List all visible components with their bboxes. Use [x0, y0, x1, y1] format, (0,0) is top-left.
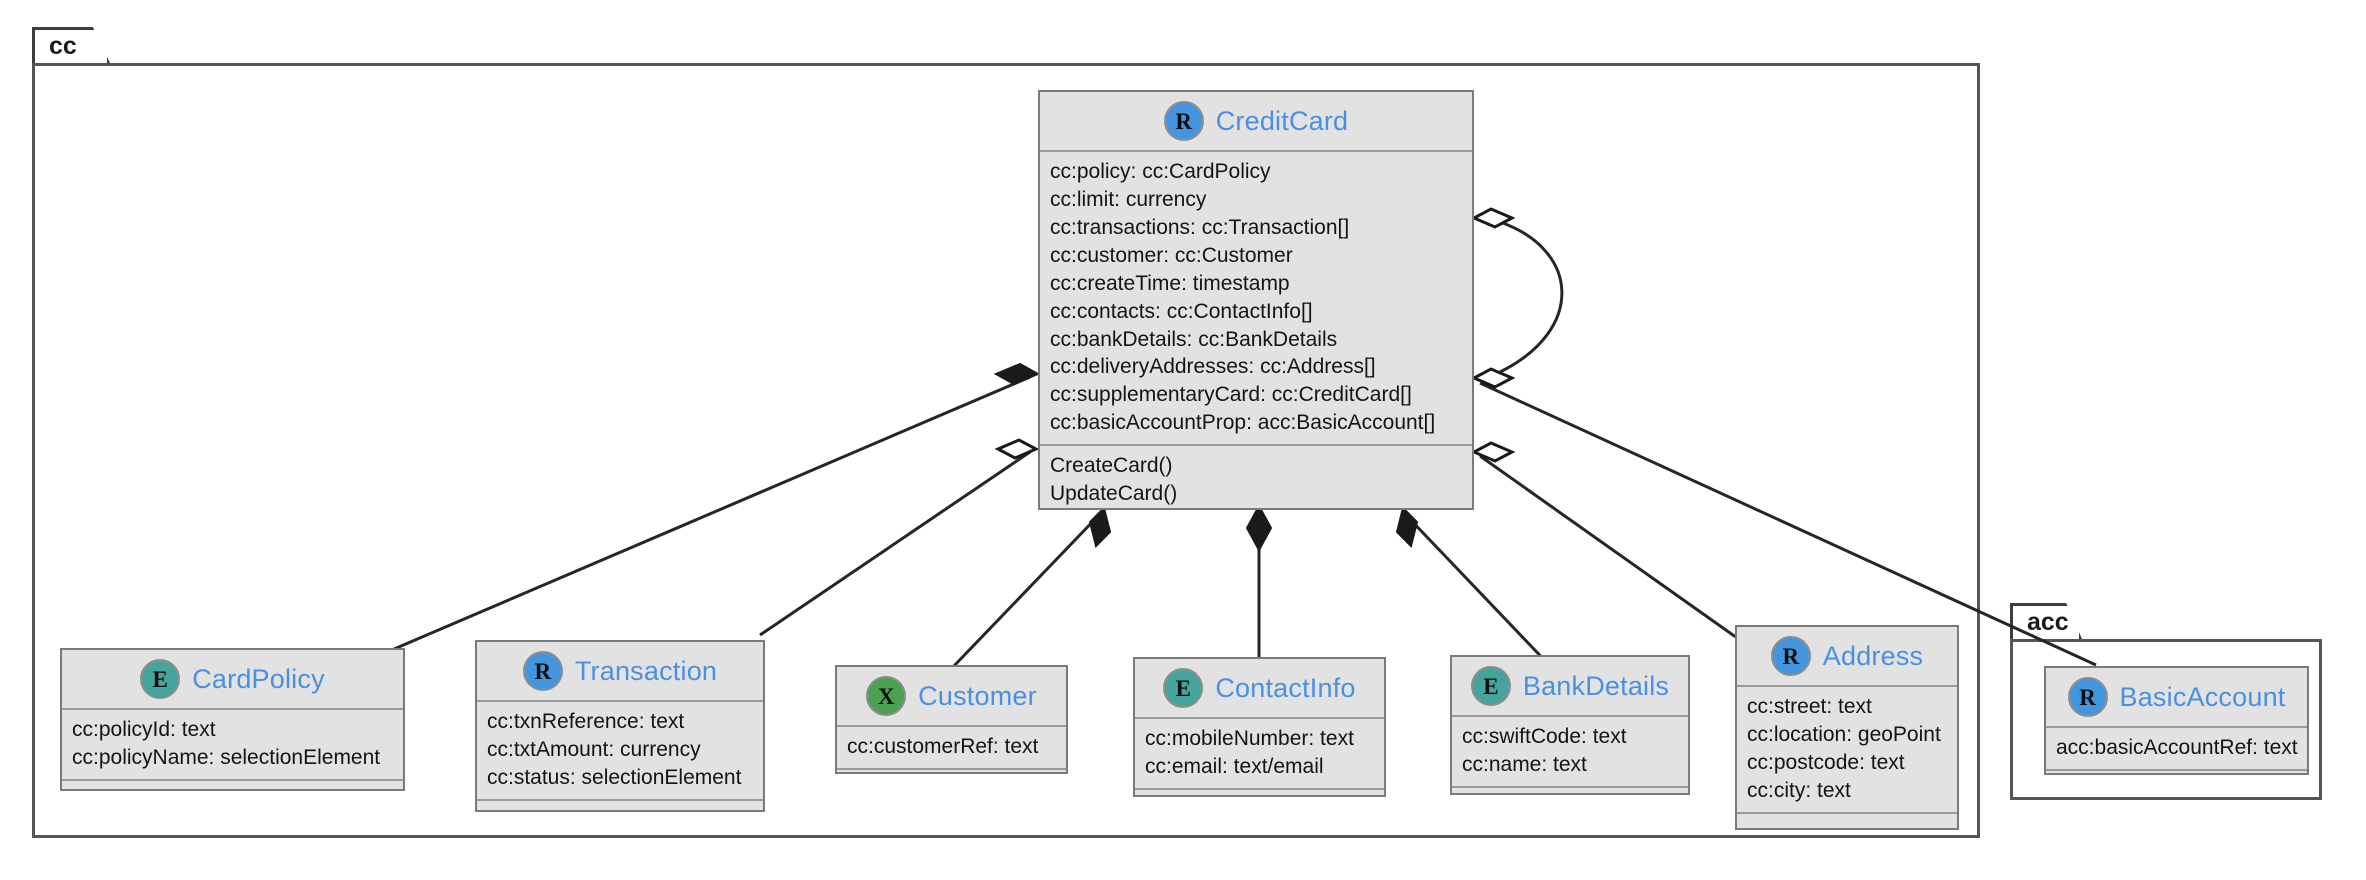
class-cardpolicy-header: E CardPolicy [62, 650, 403, 710]
class-bankdetails-header: E BankDetails [1452, 657, 1688, 717]
package-cc-label: cc [49, 32, 77, 60]
class-transaction[interactable]: R Transaction cc:txnReference: text cc:t… [475, 640, 765, 812]
class-transaction-header: R Transaction [477, 642, 763, 702]
class-bankdetails-operations [1452, 785, 1688, 806]
class-customer[interactable]: X Customer cc:customerRef: text [835, 665, 1068, 774]
class-creditcard[interactable]: R CreditCard cc:policy: cc:CardPolicy cc… [1038, 90, 1474, 510]
attribute-row: cc:swiftCode: text [1462, 725, 1627, 748]
class-customer-attributes: cc:customerRef: text [837, 727, 1066, 768]
class-bankdetails-title: BankDetails [1522, 670, 1670, 701]
attribute-row: cc:customerRef: text [847, 735, 1039, 758]
attribute-row: cc:limit: currency [1050, 187, 1207, 211]
attribute-row: cc:deliveryAddresses: cc:Address[] [1050, 355, 1376, 379]
class-customer-title: Customer [918, 680, 1037, 711]
attribute-row: cc:location: geoPoint [1747, 722, 1941, 746]
class-transaction-attributes: cc:txnReference: text cc:txtAmount: curr… [477, 702, 763, 799]
package-acc-label: acc [2027, 608, 2069, 636]
class-address-header: R Address [1737, 627, 1957, 687]
class-transaction-title: Transaction [574, 655, 718, 686]
operation-row: UpdateCard() [1050, 482, 1178, 506]
class-contactinfo-header: E ContactInfo [1135, 659, 1384, 719]
class-address[interactable]: R Address cc:street: text cc:location: g… [1735, 625, 1959, 830]
stereotype-r-icon: R [2067, 677, 2108, 717]
class-cardpolicy-title: CardPolicy [192, 663, 325, 694]
attribute-row: cc:mobileNumber: text [1145, 727, 1354, 750]
class-contactinfo[interactable]: E ContactInfo cc:mobileNumber: text cc:e… [1133, 657, 1386, 797]
class-creditcard-operations: CreateCard() UpdateCard() [1040, 444, 1472, 517]
stereotype-e-icon: E [1470, 666, 1511, 706]
class-bankdetails[interactable]: E BankDetails cc:swiftCode: text cc:name… [1450, 655, 1690, 795]
class-basicaccount-operations [2046, 768, 2307, 789]
class-contactinfo-operations [1135, 787, 1384, 808]
class-contactinfo-attributes: cc:mobileNumber: text cc:email: text/ema… [1135, 719, 1384, 788]
package-cc-tab: cc [32, 27, 110, 63]
stereotype-r-icon: R [1770, 636, 1811, 676]
attribute-row: cc:basicAccountProp: acc:BasicAccount[] [1050, 411, 1436, 435]
attribute-row: cc:txtAmount: currency [487, 737, 701, 761]
attribute-row: cc:email: text/email [1145, 754, 1324, 778]
class-address-title: Address [1822, 640, 1924, 671]
class-customer-header: X Customer [837, 667, 1066, 727]
attribute-row: cc:name: text [1462, 752, 1587, 776]
stereotype-e-icon: E [1163, 668, 1204, 708]
class-basicaccount-title: BasicAccount [2119, 681, 2286, 712]
stereotype-r-icon: R [522, 651, 563, 691]
class-address-attributes: cc:street: text cc:location: geoPoint cc… [1737, 687, 1957, 812]
attribute-row: cc:policy: cc:CardPolicy [1050, 160, 1271, 183]
class-basicaccount[interactable]: R BasicAccount acc:basicAccountRef: text [2044, 666, 2309, 775]
attribute-row: cc:txnReference: text [487, 710, 685, 733]
attribute-row: cc:policyName: selectionElement [72, 745, 381, 769]
attribute-row: cc:createTime: timestamp [1050, 271, 1290, 295]
attribute-row: cc:transactions: cc:Transaction[] [1050, 215, 1350, 239]
attribute-row: cc:customer: cc:Customer [1050, 243, 1293, 267]
attribute-row: cc:policyId: text [72, 718, 216, 741]
class-basicaccount-attributes: acc:basicAccountRef: text [2046, 728, 2307, 769]
class-bankdetails-attributes: cc:swiftCode: text cc:name: text [1452, 717, 1688, 786]
attribute-row: cc:postcode: text [1747, 750, 1905, 774]
class-cardpolicy-attributes: cc:policyId: text cc:policyName: selecti… [62, 710, 403, 779]
attribute-row: cc:city: text [1747, 778, 1851, 802]
class-address-operations [1737, 811, 1957, 832]
class-customer-operations [837, 767, 1066, 788]
attribute-row: cc:supplementaryCard: cc:CreditCard[] [1050, 383, 1412, 407]
class-creditcard-header: R CreditCard [1040, 92, 1472, 152]
attribute-row: cc:status: selectionElement [487, 765, 742, 789]
class-contactinfo-title: ContactInfo [1215, 672, 1356, 703]
package-acc-tab: acc [2010, 603, 2082, 639]
stereotype-x-icon: X [866, 676, 907, 716]
attribute-row: cc:contacts: cc:ContactInfo[] [1050, 299, 1313, 323]
operation-row: CreateCard() [1050, 454, 1173, 478]
class-creditcard-title: CreditCard [1215, 105, 1349, 136]
class-creditcard-attributes: cc:policy: cc:CardPolicy cc:limit: curre… [1040, 152, 1472, 444]
stereotype-e-icon: E [140, 659, 181, 699]
stereotype-r-icon: R [1163, 101, 1204, 141]
class-transaction-operations [477, 798, 763, 819]
attribute-row: cc:street: text [1747, 695, 1872, 718]
class-cardpolicy[interactable]: E CardPolicy cc:policyId: text cc:policy… [60, 648, 405, 791]
attribute-row: acc:basicAccountRef: text [2056, 736, 2298, 759]
attribute-row: cc:bankDetails: cc:BankDetails [1050, 327, 1338, 351]
class-basicaccount-header: R BasicAccount [2046, 668, 2307, 728]
class-cardpolicy-operations [62, 778, 403, 799]
package-acc-body [2010, 639, 2322, 800]
